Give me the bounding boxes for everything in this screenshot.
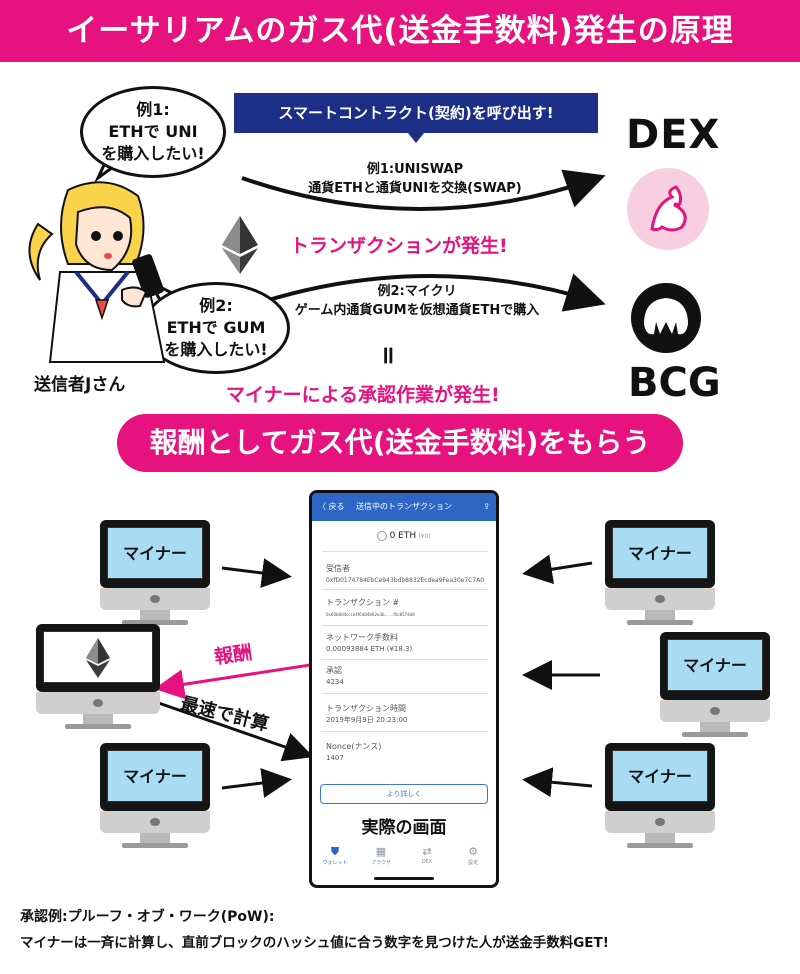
miner-computer: マイナー (605, 520, 715, 626)
browser-grid-icon: ▦ (375, 845, 387, 858)
miner-screen-label: マイナー (612, 750, 708, 802)
transaction-id-label: トランザクション # (326, 598, 400, 607)
winning-miner-computer (36, 624, 160, 730)
miner-computer: マイナー (100, 743, 210, 849)
sender-label: 送信者Jさん (34, 375, 126, 395)
bubble-example2-text: 例2: ETHで GUM を購入したい! (164, 296, 268, 359)
ethereum-logo-icon (86, 638, 110, 678)
amount-value: 0 ETH (389, 531, 417, 541)
confirmations-label: 承認 (326, 666, 342, 675)
amount-jpy: (¥0) (418, 533, 431, 540)
phone-tab-bar: ⛊ ウォレット ▦ ブラウザ ⇄ DEX ⚙ 設定 (312, 845, 496, 875)
miner-screen-label: マイナー (107, 527, 203, 579)
transaction-time-value: 2019年9月9日 20:23:00 (326, 716, 408, 724)
nonce-label: Nonce(ナンス) (326, 742, 382, 751)
footnote-line2: マイナーは一斉に計算し、直前ブロックのハッシュ値に合う数字を見つけた人が送金手数… (20, 935, 609, 951)
tab-settings[interactable]: ⚙ 設定 (450, 845, 496, 866)
network-fee-label: ネットワーク手数料 (326, 633, 398, 642)
dex-label: DEX (626, 112, 721, 158)
miner-screen-label: マイナー (667, 639, 763, 691)
equals-sign: ॥ (380, 341, 395, 369)
arrow-miner-tl (221, 558, 292, 588)
miner-computer: マイナー (605, 743, 715, 849)
tab-browser[interactable]: ▦ ブラウザ (358, 845, 404, 866)
miner-screen-label: マイナー (107, 750, 203, 802)
miner-computer: マイナー (660, 632, 770, 738)
bcg-label: BCG (628, 360, 721, 406)
back-button[interactable]: 〈 戻る (318, 502, 345, 511)
share-icon[interactable]: ⇪ (483, 502, 490, 511)
miner-screen-label: マイナー (612, 527, 708, 579)
arrow-fastest (149, 698, 314, 762)
arrow-to-dex (241, 169, 606, 211)
reward-banner: 報酬としてガス代(送金手数料)をもらう (117, 414, 683, 472)
real-screen-caption: 実際の画面 (361, 818, 447, 838)
footnote-line1: 承認例:プルーフ・オブ・ワーク(PoW): (20, 909, 275, 925)
transaction-id-value[interactable]: 0x60b8d4ccce4f6d84b62e3b... ...f0c8574d8 (326, 612, 415, 617)
banner-pointer (408, 133, 424, 143)
ethereum-logo-icon (222, 216, 258, 274)
arrow-miner-tr (522, 554, 593, 585)
arrow-miner-br (522, 767, 593, 798)
swap-arrows-icon: ⇄ (422, 845, 432, 858)
bubble-example1: 例1: ETHで UNI を購入したい! (80, 86, 226, 178)
title-bar (0, 0, 800, 62)
phone-header: 送信中のトランザクション 〈 戻る ⇪ (312, 493, 496, 521)
more-details-button[interactable]: より詳しく (320, 784, 488, 804)
sender-girl-illustration (28, 181, 166, 363)
reward-label: 報酬 (212, 641, 254, 669)
bubble-example2: 例2: ETHで GUM を購入したい! (142, 282, 290, 374)
wallet-shield-icon: ⛊ (330, 845, 340, 858)
tab-dex[interactable]: ⇄ DEX (404, 845, 450, 865)
gear-icon: ⚙ (468, 845, 478, 858)
transaction-occurs-text: トランザクションが発生! (290, 235, 508, 257)
tab-wallet[interactable]: ⛊ ウォレット (312, 845, 358, 866)
bcg-logo-icon (631, 283, 701, 353)
page-title: イーサリアムのガス代(送金手数料)発生の原理 (66, 13, 734, 49)
bubble-example1-text: 例1: ETHで UNI を購入したい! (101, 100, 205, 163)
uniswap-logo-icon (627, 168, 709, 250)
arrow-to-bcg (261, 273, 606, 312)
eth-coin-icon (377, 531, 388, 541)
nonce-value: 1407 (326, 754, 344, 762)
phone-title: 送信中のトランザクション (356, 502, 452, 511)
smart-contract-banner: スマートコントラクト(契約)を呼び出す! (234, 93, 598, 133)
wallet-phone-screen: 送信中のトランザクション 〈 戻る ⇪ 0 ETH (¥0) 受信者 0xfD0… (309, 490, 499, 888)
recipient-label: 受信者 (326, 564, 350, 573)
confirmations-value: 4234 (326, 678, 344, 686)
recipient-value[interactable]: 0xfD0174784EbCe943bdb8832Ecdea9Fea30e7C7… (326, 577, 485, 584)
amount-row: 0 ETH (¥0) (312, 531, 496, 542)
home-indicator (374, 877, 434, 880)
miner-approval-text: マイナーによる承認作業が発生! (226, 384, 500, 406)
arrow-miner-bl (221, 768, 292, 798)
network-fee-value: 0.00093884 ETH (¥18.3) (326, 645, 413, 653)
example2-text: 例2:マイクリ ゲーム内通貨GUMを仮想通貨ETHで購入 (294, 284, 540, 318)
winning-miner-screen (43, 631, 153, 683)
miner-computer: マイナー (100, 520, 210, 626)
example1-text: 例1:UNISWAP 通貨ETHと通貨UNIを交換(SWAP) (308, 162, 522, 196)
transaction-time-label: トランザクション時間 (326, 704, 406, 713)
